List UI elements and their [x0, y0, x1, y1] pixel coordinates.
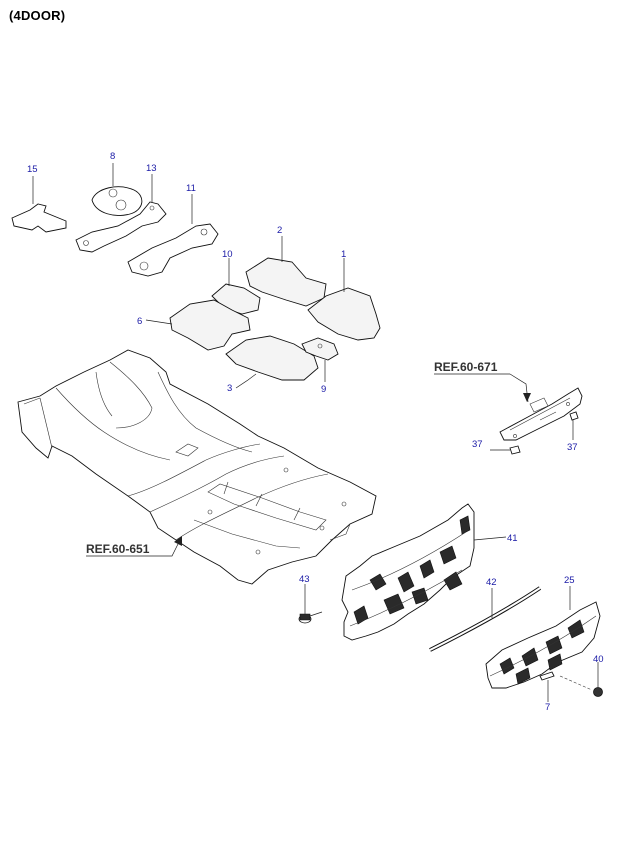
dash-panel-insulator-41 [341, 503, 475, 641]
clip-7 [539, 671, 555, 681]
callout-15[interactable]: 15 [27, 164, 38, 175]
callout-25[interactable]: 25 [564, 575, 575, 586]
floor-pad-6 [169, 299, 251, 351]
callout-40[interactable]: 40 [593, 654, 604, 665]
nut-40-dashed-leader [559, 675, 593, 691]
insulator-pad-11 [127, 223, 219, 277]
cowl-bracket-ref-671 [499, 387, 583, 441]
callout-9[interactable]: 9 [321, 384, 326, 395]
callout-1[interactable]: 1 [341, 249, 346, 260]
callout-37-left[interactable]: 37 [472, 439, 483, 450]
ref-label-60-651[interactable]: REF.60-651 [86, 542, 150, 556]
insulator-pad-15 [11, 203, 67, 233]
callout-11[interactable]: 11 [186, 183, 196, 194]
insulator-pad-13 [75, 201, 167, 253]
callout-43[interactable]: 43 [299, 574, 310, 585]
callout-7[interactable]: 7 [545, 702, 550, 713]
callout-37-right[interactable]: 37 [567, 442, 578, 453]
nut-40 [593, 687, 603, 697]
clip-37-left [509, 445, 521, 455]
floor-pad-9 [301, 337, 339, 361]
dash-panel-25 [485, 601, 601, 689]
callout-10[interactable]: 10 [222, 249, 233, 260]
floor-pad-1 [307, 287, 381, 341]
callout-6[interactable]: 6 [137, 316, 142, 327]
clip-43 [298, 611, 323, 624]
ref-671-arrow [523, 393, 531, 402]
ref-651-arrow [174, 536, 182, 546]
callout-42[interactable]: 42 [486, 577, 497, 588]
weather-strip-42 [429, 586, 542, 652]
floor-pad-3 [225, 335, 319, 381]
diagram-title: (4DOOR) [9, 8, 66, 23]
clip-37-right [569, 411, 579, 421]
callout-13[interactable]: 13 [146, 163, 157, 174]
insulator-pad-8 [91, 186, 143, 216]
callout-41[interactable]: 41 [507, 533, 518, 544]
callout-3[interactable]: 3 [227, 383, 232, 394]
callout-8[interactable]: 8 [110, 151, 115, 162]
callout-2[interactable]: 2 [277, 225, 282, 236]
floor-panel-outline [17, 349, 377, 585]
ref-label-60-671[interactable]: REF.60-671 [434, 360, 498, 374]
